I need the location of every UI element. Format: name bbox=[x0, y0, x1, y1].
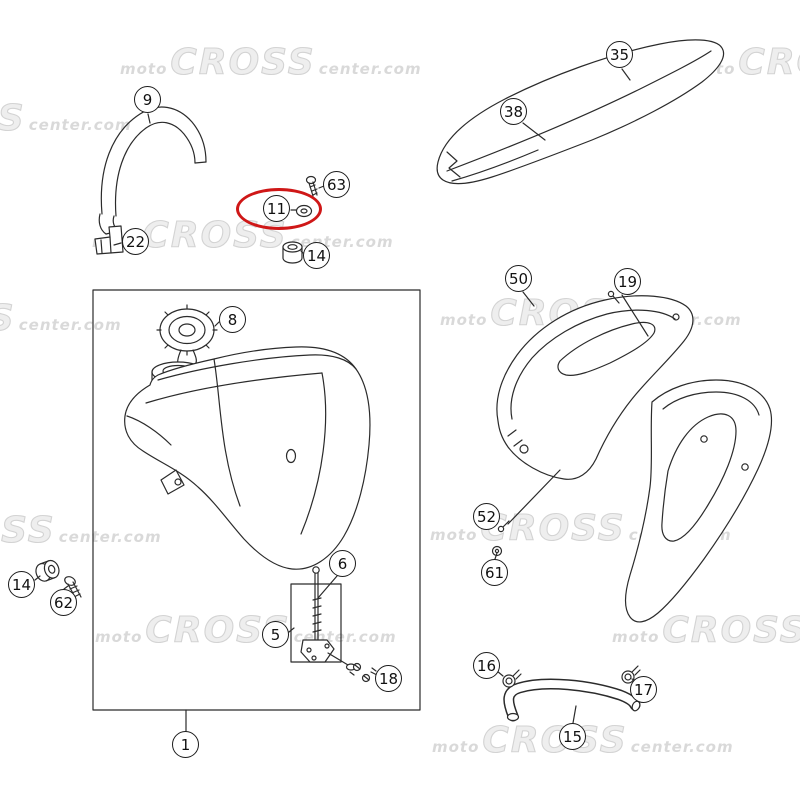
callout-part-50[interactable]: 50 bbox=[505, 265, 532, 292]
fuel-valve-drawing bbox=[291, 567, 356, 670]
callout-part-22[interactable]: 22 bbox=[122, 228, 149, 255]
screws-18-drawing bbox=[350, 664, 376, 682]
callout-part-14-left[interactable]: 14 bbox=[8, 571, 35, 598]
watermark-prefix: moto bbox=[120, 60, 168, 78]
fuel-tank-drawing bbox=[125, 347, 370, 569]
callout-part-38[interactable]: 38 bbox=[500, 98, 527, 125]
callout-part-1[interactable]: 1 bbox=[172, 731, 199, 758]
bushing-left-drawing bbox=[34, 558, 62, 583]
callout-part-62[interactable]: 62 bbox=[50, 589, 77, 616]
frame-box bbox=[93, 290, 420, 710]
callout-part-16[interactable]: 16 bbox=[473, 652, 500, 679]
bushing-top-drawing bbox=[283, 242, 302, 263]
callout-part-9[interactable]: 9 bbox=[134, 86, 161, 113]
grommet-drawing bbox=[297, 206, 312, 217]
callout-part-35[interactable]: 35 bbox=[606, 41, 633, 68]
watermark-suffix: center.com bbox=[318, 60, 422, 78]
callout-part-17[interactable]: 17 bbox=[630, 676, 657, 703]
side-spoiler-drawing bbox=[497, 296, 693, 480]
callout-part-61[interactable]: 61 bbox=[481, 559, 508, 586]
callout-part-8[interactable]: 8 bbox=[219, 306, 246, 333]
seat-drawing bbox=[437, 40, 724, 184]
screw-63-drawing bbox=[307, 177, 318, 197]
callout-part-6[interactable]: 6 bbox=[329, 550, 356, 577]
elbow-fitting-drawing bbox=[95, 226, 123, 254]
watermark-brand: CROSS bbox=[170, 41, 316, 83]
fuel-hose-drawing bbox=[508, 684, 642, 720]
clamp-17-drawing bbox=[622, 666, 640, 683]
callout-part-63[interactable]: 63 bbox=[323, 171, 350, 198]
callout-part-18[interactable]: 18 bbox=[375, 665, 402, 692]
callout-part-14-top[interactable]: 14 bbox=[303, 242, 330, 269]
fuel-cap-drawing bbox=[157, 305, 217, 368]
callout-part-52[interactable]: 52 bbox=[473, 503, 500, 530]
callout-part-15[interactable]: 15 bbox=[559, 723, 586, 750]
screw-52-drawing bbox=[498, 521, 509, 532]
side-panel-drawing bbox=[626, 380, 772, 622]
screw-19-drawing bbox=[608, 291, 619, 303]
washer-61-drawing bbox=[493, 547, 502, 556]
clamp-16-drawing bbox=[503, 670, 521, 687]
callout-part-5[interactable]: 5 bbox=[262, 621, 289, 648]
breather-hose-drawing bbox=[99, 107, 206, 234]
callout-part-11[interactable]: 11 bbox=[263, 195, 290, 222]
callout-part-19[interactable]: 19 bbox=[614, 268, 641, 295]
